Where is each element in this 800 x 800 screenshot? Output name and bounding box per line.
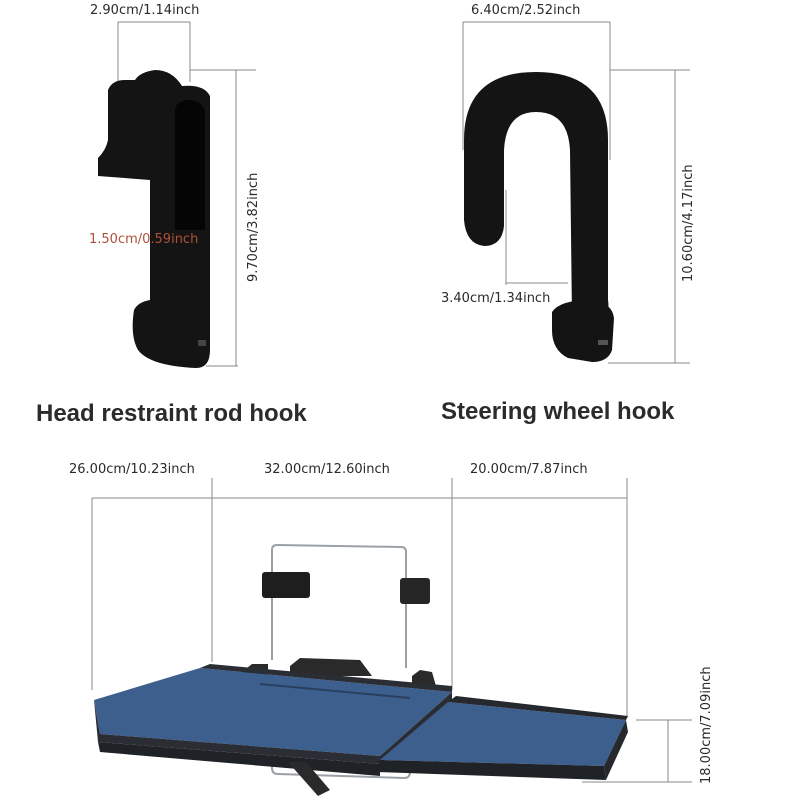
head-restraint-hook-icon [98, 70, 210, 368]
tray-height-label: 18.00cm/7.09inch [699, 666, 714, 784]
steering-hook-height-label: 10.60cm/4.17inch [681, 164, 696, 282]
tray-icon [94, 543, 628, 796]
tray-right-width-label: 20.00cm/7.87inch [470, 462, 588, 477]
head-hook-inner-label: 1.50cm/0.59inch [89, 232, 199, 247]
steering-hook-inner-label: 3.40cm/1.34inch [441, 291, 551, 306]
head-hook-width-label: 2.90cm/1.14inch [90, 3, 200, 18]
tray-left-width-label: 26.00cm/10.23inch [69, 462, 195, 477]
steering-wheel-hook-icon [464, 72, 614, 362]
steering-wheel-hook-title: Steering wheel hook [441, 398, 675, 425]
tray-dim-lines [91, 478, 692, 783]
tray-middle-width-label: 32.00cm/12.60inch [264, 462, 390, 477]
steering-hook-dim-lines [462, 21, 690, 364]
head-hook-height-label: 9.70cm/3.82inch [246, 172, 261, 282]
head-restraint-hook-title: Head restraint rod hook [36, 400, 307, 427]
steering-hook-width-label: 6.40cm/2.52inch [471, 3, 581, 18]
